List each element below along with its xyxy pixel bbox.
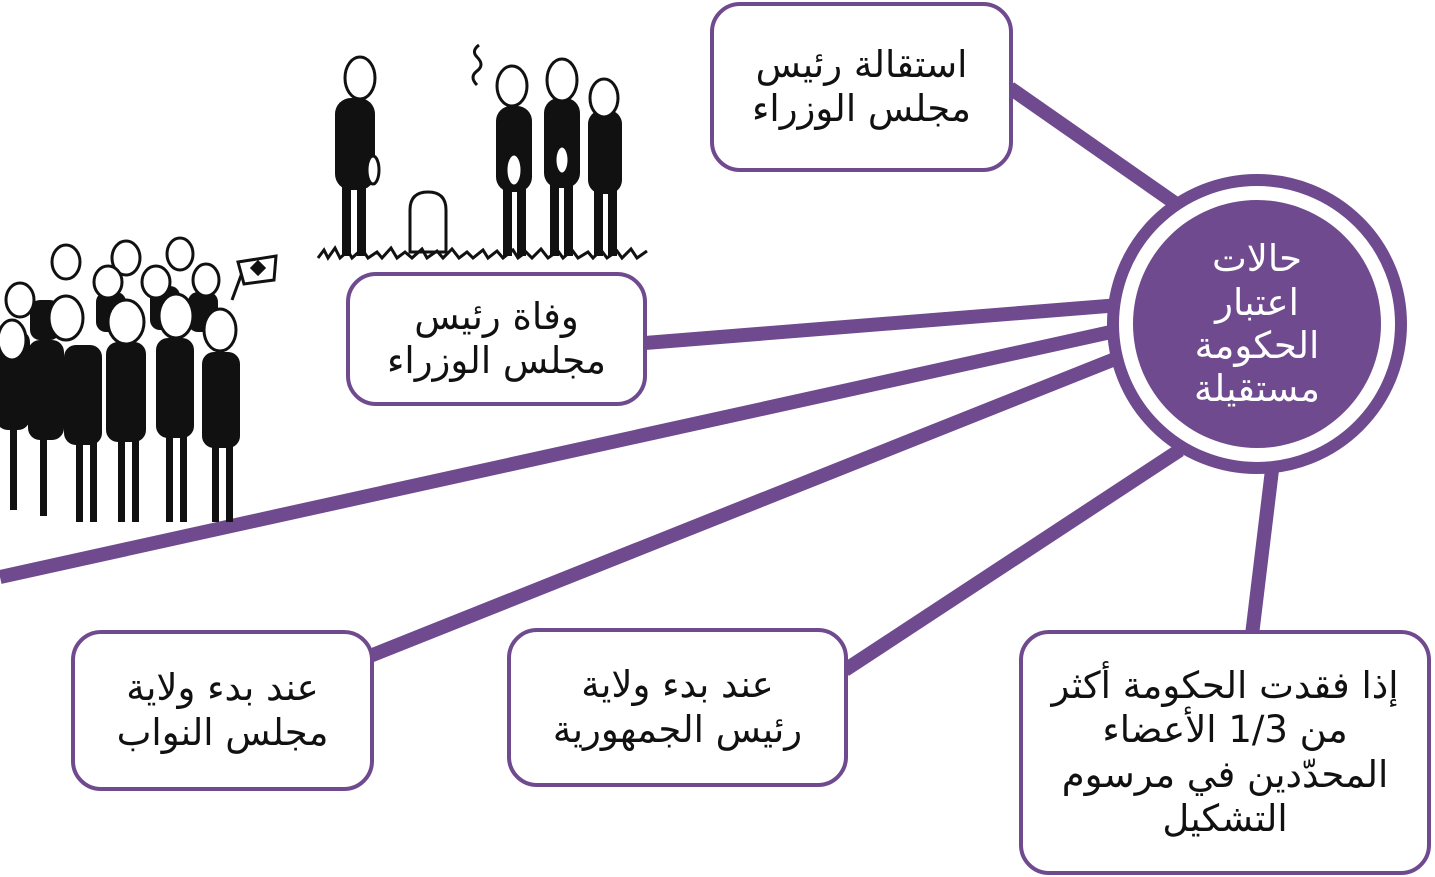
case-label-parliament-term: عند بدء ولاية مجلس النواب	[116, 666, 329, 754]
central-hub-title: حالات اعتبار الحكومة مستقيلة	[1194, 237, 1320, 411]
case-box-pm-death: وفاة رئيس مجلس الوزراء	[346, 272, 647, 406]
case-box-president-term: عند بدء ولاية رئيس الجمهورية	[507, 628, 848, 787]
connector-offscreen	[0, 323, 1122, 584]
case-box-lost-members: إذا فقدت الحكومة أكثر من 1/3 الأعضاء الم…	[1019, 630, 1431, 875]
case-box-parliament-term: عند بدء ولاية مجلس النواب	[71, 630, 374, 791]
case-label-pm-resignation: استقالة رئيس مجلس الوزراء	[752, 42, 971, 130]
connector-pm-death	[644, 298, 1121, 350]
connector-lost-members	[1245, 469, 1279, 636]
central-hub: حالات اعتبار الحكومة مستقيلة	[1107, 174, 1407, 474]
case-label-lost-members: إذا فقدت الحكومة أكثر من 1/3 الأعضاء الم…	[1051, 663, 1399, 840]
central-hub-fill: حالات اعتبار الحكومة مستقيلة	[1133, 200, 1381, 448]
connector-parliament-term	[357, 348, 1128, 667]
case-box-pm-resignation: استقالة رئيس مجلس الوزراء	[710, 2, 1013, 172]
connector-president-term	[841, 444, 1184, 676]
case-label-president-term: عند بدء ولاية رئيس الجمهورية	[552, 663, 803, 751]
case-label-pm-death: وفاة رئيس مجلس الوزراء	[387, 294, 606, 382]
connector-pm-resignation	[1005, 82, 1197, 221]
